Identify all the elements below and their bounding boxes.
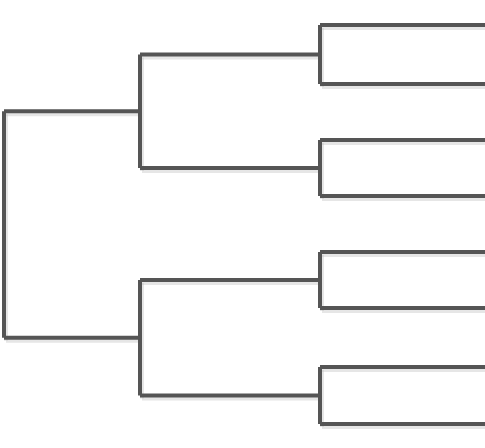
tree-lines xyxy=(2,23,485,426)
